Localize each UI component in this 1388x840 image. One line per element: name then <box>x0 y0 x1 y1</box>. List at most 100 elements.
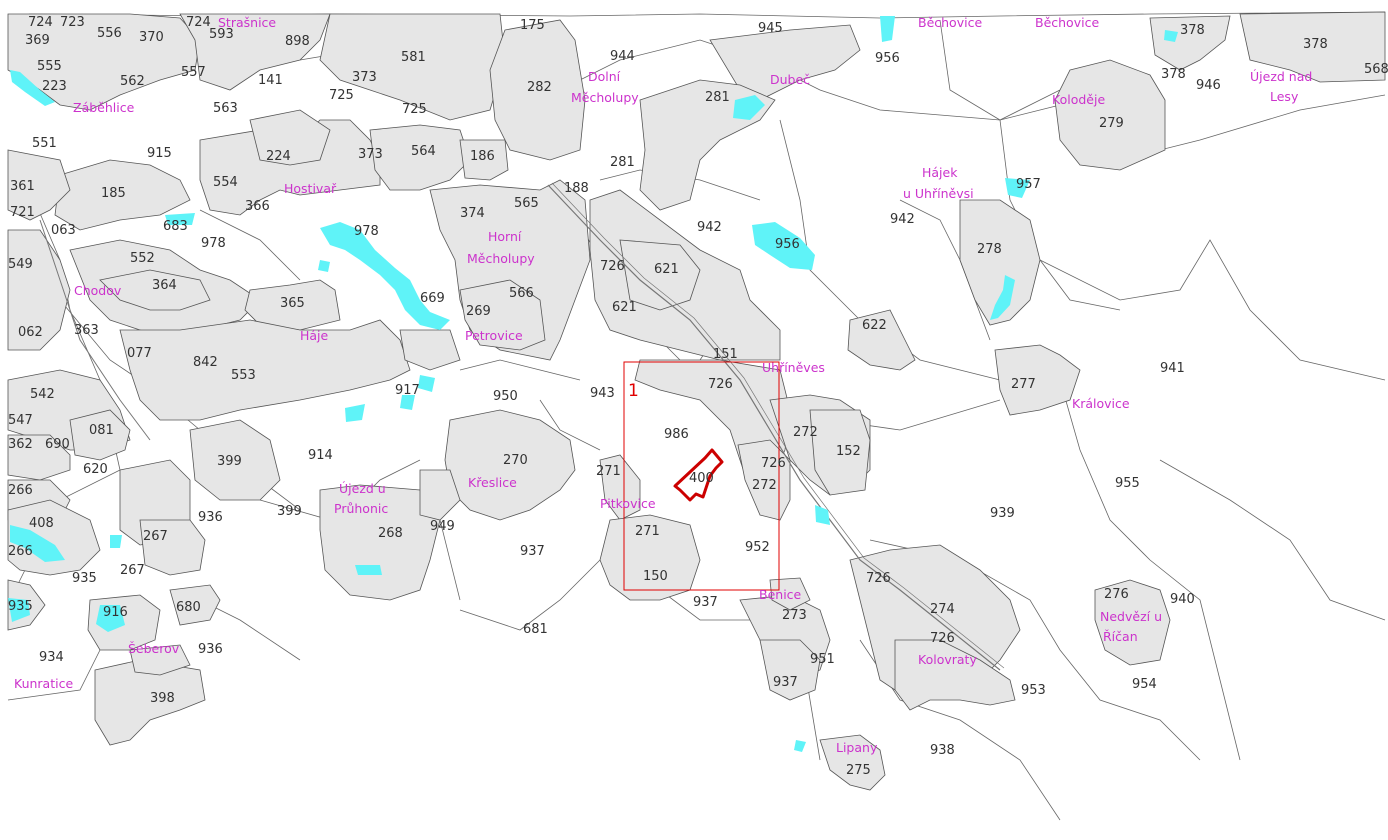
place-kolodeje: Koloděje <box>1052 92 1105 107</box>
parcel-number: 081 <box>89 423 114 438</box>
place-kolovraty: Kolovraty <box>918 652 977 667</box>
parcel-number: 681 <box>523 622 548 637</box>
parcel-number: 950 <box>493 389 518 404</box>
parcel-number: 934 <box>39 650 64 665</box>
parcel-number: 683 <box>163 219 188 234</box>
parcel-number: 581 <box>401 50 426 65</box>
place-kreslice: Křeslice <box>468 475 517 490</box>
parcel-number: 552 <box>130 251 155 266</box>
parcel-number: 953 <box>1021 683 1046 698</box>
highlighted-parcel <box>673 448 724 502</box>
parcel-number: 945 <box>758 21 783 36</box>
parcel-number: 726 <box>600 259 625 274</box>
place-ujezd-nad-2: Lesy <box>1270 89 1299 104</box>
parcel-number: 956 <box>875 51 900 66</box>
parcel-number: 063 <box>51 223 76 238</box>
place-seberov: Šeberov <box>128 641 180 656</box>
parcel-number: 152 <box>836 444 861 459</box>
parcel-number: 937 <box>773 675 798 690</box>
parcel-number: 275 <box>846 763 871 778</box>
parcel-number: 556 <box>97 26 122 41</box>
place-horni-2: Měcholupy <box>467 251 535 266</box>
parcel-number: 274 <box>930 602 955 617</box>
parcel-number: 724 <box>28 15 53 30</box>
parcel-number: 186 <box>470 149 495 164</box>
parcel-number: 725 <box>329 88 354 103</box>
parcel-number: 951 <box>810 652 835 667</box>
parcel-number: 362 <box>8 437 33 452</box>
parcel-number: 621 <box>654 262 679 277</box>
parcel-number: 690 <box>45 437 70 452</box>
parcel-number: 940 <box>1170 592 1195 607</box>
parcel-number: 378 <box>1180 23 1205 38</box>
place-bechovice-1: Běchovice <box>918 15 982 30</box>
parcel-number: 542 <box>30 387 55 402</box>
parcel-number: 669 <box>420 291 445 306</box>
parcel-number: 726 <box>708 377 733 392</box>
parcel-number: 726 <box>930 631 955 646</box>
parcel-number: 726 <box>761 456 786 471</box>
parcel-number: 271 <box>596 464 621 479</box>
parcel-number: 267 <box>120 563 145 578</box>
place-pitkovice: Pitkovice <box>600 496 656 511</box>
parcel-number: 944 <box>610 49 635 64</box>
parcel-number: 141 <box>258 73 283 88</box>
parcel-number: 726 <box>866 571 891 586</box>
parcel-number: 946 <box>1196 78 1221 93</box>
place-zabehlice: Záběhlice <box>73 100 135 115</box>
parcel-number: 363 <box>74 323 99 338</box>
place-ujezd-u-1: Újezd u <box>339 481 386 496</box>
parcel-number: 943 <box>590 386 615 401</box>
parcel-number: 898 <box>285 34 310 49</box>
railway <box>39 182 1005 671</box>
parcel-number: 272 <box>752 478 777 493</box>
parcel-number: 935 <box>8 599 33 614</box>
place-uhrineves: Uhříněves <box>762 360 825 375</box>
parcel-number: 266 <box>8 544 33 559</box>
place-bechovice-2: Běchovice <box>1035 15 1099 30</box>
parcel-number: 935 <box>72 571 97 586</box>
parcel-number: 549 <box>8 257 33 272</box>
parcel-number: 680 <box>176 600 201 615</box>
parcel-number: 553 <box>231 368 256 383</box>
parcel-number: 364 <box>152 278 177 293</box>
parcel-number: 555 <box>37 59 62 74</box>
place-hajek-1: Hájek <box>922 165 958 180</box>
parcel-number: 374 <box>460 206 485 221</box>
parcel-number: 949 <box>430 519 455 534</box>
place-horni-1: Horní <box>488 229 522 244</box>
parcel-number: 266 <box>8 483 33 498</box>
parcel-number: 954 <box>1132 677 1157 692</box>
place-dubec: Dubeč <box>770 72 810 87</box>
parcel-number: 554 <box>213 175 238 190</box>
parcel-number: 273 <box>782 608 807 623</box>
place-ujezd-nad-1: Újezd nad <box>1250 69 1312 84</box>
place-kralovice: Královice <box>1072 396 1130 411</box>
parcel-number: 408 <box>29 516 54 531</box>
parcel-number: 365 <box>280 296 305 311</box>
parcel-number: 366 <box>245 199 270 214</box>
place-nedvezi-2: Říčan <box>1103 629 1138 644</box>
parcel-number: 593 <box>209 27 234 42</box>
parcel-number: 565 <box>514 196 539 211</box>
parcel-number: 281 <box>610 155 635 170</box>
parcel-number: 151 <box>713 347 738 362</box>
place-strasnice: Strašnice <box>218 15 276 30</box>
parcel-number: 937 <box>520 544 545 559</box>
parcel-number: 562 <box>120 74 145 89</box>
parcel-number: 370 <box>139 30 164 45</box>
parcel-number: 373 <box>352 70 377 85</box>
parcel-number: 568 <box>1364 62 1388 77</box>
parcel-number: 399 <box>277 504 302 519</box>
parcel-number: 956 <box>775 237 800 252</box>
parcel-number: 281 <box>705 90 730 105</box>
place-ujezd-u-2: Průhonic <box>334 501 388 516</box>
parcel-number: 916 <box>103 605 128 620</box>
place-dolni-1: Dolní <box>588 69 621 84</box>
parcel-number: 942 <box>890 212 915 227</box>
parcel-number: 276 <box>1104 587 1129 602</box>
parcel-number: 986 <box>664 427 689 442</box>
parcel-number: 378 <box>1303 37 1328 52</box>
parcel-number: 369 <box>25 33 50 48</box>
